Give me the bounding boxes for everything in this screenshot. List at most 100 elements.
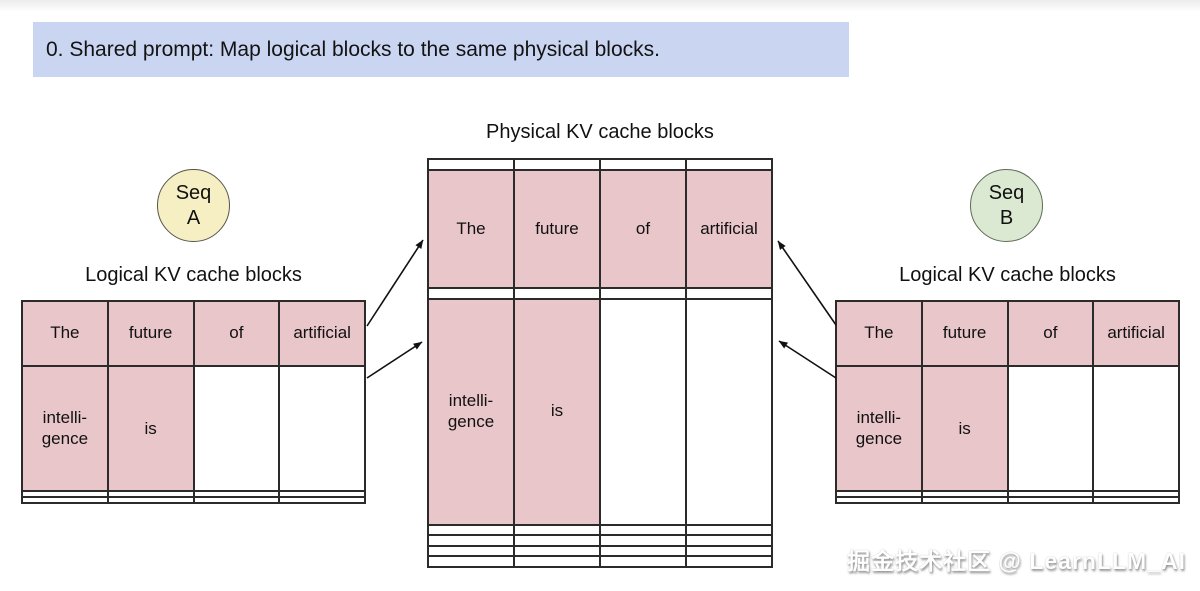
kv-cell-filled: artificial (685, 168, 773, 289)
kv-cell-filled: of (192, 299, 281, 368)
kv-cell-empty (192, 365, 281, 493)
kv-cell-empty (513, 158, 601, 171)
kv-cell-filled: is (513, 297, 601, 526)
kv-cell-empty (278, 496, 366, 504)
kv-cell-empty (685, 286, 773, 300)
kv-cell-empty (513, 544, 601, 558)
kv-block-row: The future of artificial (835, 299, 1180, 368)
logical-kv-table-seq-b: The future of artificial intelli-gence is (835, 299, 1180, 504)
kv-cell-text: is (144, 418, 157, 438)
seq-a-badge-line2: A (186, 206, 201, 229)
kv-cell-text: intelli-gence (41, 408, 89, 448)
kv-cell-empty (599, 286, 687, 300)
kv-cell-empty (427, 555, 515, 568)
kv-block-row: The future of artificial (427, 168, 773, 289)
kv-block-row (427, 523, 773, 537)
kv-cell-empty (1092, 365, 1180, 493)
kv-block-row (427, 534, 773, 547)
kv-cell-empty (599, 297, 687, 526)
kv-block-row (427, 158, 773, 171)
seq-a-badge-line1: Seq (175, 181, 212, 204)
kv-cell-empty (427, 158, 515, 171)
kv-cell-empty (599, 544, 687, 558)
kv-cell-filled: is (920, 365, 1009, 493)
kv-cell-text: of (635, 218, 651, 238)
kv-cell-filled: The (427, 168, 515, 289)
kv-cell-text: of (1043, 323, 1058, 343)
kv-cell-filled: intelli-gence (21, 365, 109, 493)
kv-cell-text: artificial (293, 323, 351, 343)
kv-cell-text: future (942, 323, 987, 343)
kv-cell-empty (685, 534, 773, 547)
kv-cell-empty (192, 496, 281, 504)
kv-cell-empty (427, 286, 515, 300)
kv-cell-empty (513, 534, 601, 547)
kv-block-row (427, 555, 773, 568)
logical-kv-table-seq-a: The future of artificial intelli-gence is (21, 299, 366, 504)
kv-cell-empty (685, 555, 773, 568)
kv-cell-empty (427, 544, 515, 558)
physical-table-label: Physical KV cache blocks (486, 121, 714, 143)
kv-block-row (835, 496, 1180, 504)
kv-cell-empty (427, 534, 515, 547)
kv-cell-empty (599, 534, 687, 547)
kv-cell-empty (599, 158, 687, 171)
watermark-text: 掘金技术社区 @ LearnLLM_AI (847, 548, 1186, 574)
kv-cell-empty (513, 523, 601, 537)
arrow-seq-a-block0 (366, 239, 424, 327)
kv-block-row (427, 544, 773, 558)
kv-cell-empty (599, 523, 687, 537)
seq-b-badge-line1: Seq (988, 181, 1025, 204)
kv-cell-empty (685, 544, 773, 558)
arrow-seq-b-block1 (778, 340, 837, 379)
physical-kv-table: The future of artificial intelli-gence is (427, 158, 773, 568)
kv-block-row (21, 496, 366, 504)
arrow-seq-b-block0 (777, 240, 837, 326)
kv-cell-filled: The (21, 299, 109, 368)
kv-block-row: The future of artificial (21, 299, 366, 368)
kv-cell-empty (106, 496, 195, 504)
kv-cell-text: The (864, 323, 894, 343)
kv-cell-text: future (535, 218, 579, 238)
kv-cell-filled: future (513, 168, 601, 289)
kv-cell-text: artificial (1107, 323, 1165, 343)
kv-cell-text: future (128, 323, 173, 343)
kv-cell-empty (21, 496, 109, 504)
kv-cell-empty (685, 523, 773, 537)
slide-title: 0. Shared prompt: Map logical blocks to … (46, 37, 660, 61)
kv-cell-empty (513, 555, 601, 568)
kv-cell-text: of (229, 323, 244, 343)
kv-cell-text: The (456, 218, 486, 238)
kv-cell-filled: intelli-gence (835, 365, 923, 493)
kv-cell-text: The (50, 323, 80, 343)
kv-cell-text: artificial (700, 218, 758, 238)
kv-cell-filled: of (599, 168, 687, 289)
logical-a-table-label: Logical KV cache blocks (85, 264, 302, 286)
kv-cell-filled: artificial (1092, 299, 1180, 368)
kv-cell-empty (685, 158, 773, 171)
kv-block-row: intelli-gence is (21, 365, 366, 493)
kv-cell-filled: future (920, 299, 1009, 368)
kv-cell-empty (1006, 496, 1095, 504)
kv-cell-empty (920, 496, 1009, 504)
kv-cell-filled: artificial (278, 299, 366, 368)
seq-b-badge: Seq B (970, 169, 1043, 242)
kv-cell-text: is (958, 418, 971, 438)
kv-cell-empty (1092, 496, 1180, 504)
kv-cell-empty (513, 286, 601, 300)
kv-cell-empty (278, 365, 366, 493)
kv-cell-text: intelli-gence (855, 408, 903, 448)
top-edge-strip (0, 0, 1200, 12)
kv-cell-empty (1006, 365, 1095, 493)
kv-block-row: intelli-gence is (835, 365, 1180, 493)
logical-b-table-label: Logical KV cache blocks (899, 264, 1116, 286)
kv-cell-filled: intelli-gence (427, 297, 515, 526)
seq-a-badge: Seq A (157, 169, 230, 242)
title-banner: 0. Shared prompt: Map logical blocks to … (33, 22, 849, 77)
kv-cell-text: intelli-gence (447, 391, 495, 431)
kv-cell-filled: is (106, 365, 195, 493)
kv-block-row: intelli-gence is (427, 297, 773, 526)
kv-cell-empty (835, 496, 923, 504)
kv-cell-filled: The (835, 299, 923, 368)
seq-b-badge-line2: B (999, 206, 1014, 229)
